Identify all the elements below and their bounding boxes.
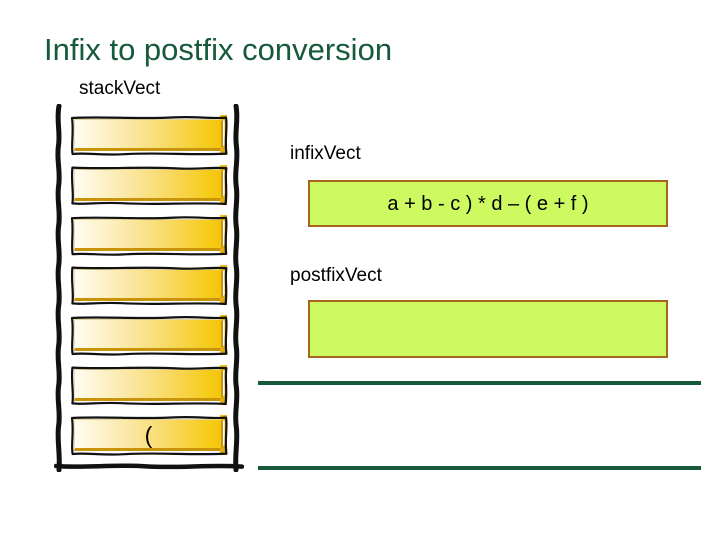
stack-cell[interactable] [70,115,228,156]
stack-cell-face [74,319,223,351]
stack-cell-outline-icon [70,365,228,406]
stack-cell-outline-icon [70,415,228,456]
divider-rule-top [258,381,701,385]
stack-container: ( [52,103,245,474]
stack-floor-icon [53,460,245,470]
stack-right-wall-icon [230,103,240,473]
stack-cell-outline-icon [70,265,228,306]
stack-cell-face [74,269,223,301]
stack-cell-face [74,169,223,201]
stack-cell-face [74,419,223,451]
stack-cell-outline-icon [70,315,228,356]
stack-cell[interactable] [70,365,228,406]
stack-cell[interactable] [70,165,228,206]
stack-cell-outline-icon [70,165,228,206]
stack-cell-face [74,219,223,251]
infix-vect-value: a + b - c ) * d – ( e + f ) [387,193,589,215]
stack-cell-face [74,369,223,401]
stack-left-wall-icon [54,103,63,473]
stack-cell[interactable] [70,265,228,306]
page-title: Infix to postfix conversion [44,32,393,67]
stack-cell-outline-icon [70,215,228,256]
infix-vect-box[interactable]: a + b - c ) * d – ( e + f ) [308,180,668,227]
divider-rule-bottom [258,466,701,470]
stack-cell-value: ( [144,422,153,448]
postfix-vect-box[interactable] [308,300,668,358]
stack-vect-label: stackVect [79,78,161,99]
stack-cell[interactable] [70,215,228,256]
stack-cell-face [74,119,223,151]
postfix-vect-label: postfixVect [290,265,382,286]
stack-cell-outline-icon [70,115,228,156]
stack-cell-list: ( [70,115,228,463]
infix-vect-label: infixVect [290,143,361,164]
stack-cell-top[interactable]: ( [70,415,228,456]
stack-cell[interactable] [70,315,228,356]
